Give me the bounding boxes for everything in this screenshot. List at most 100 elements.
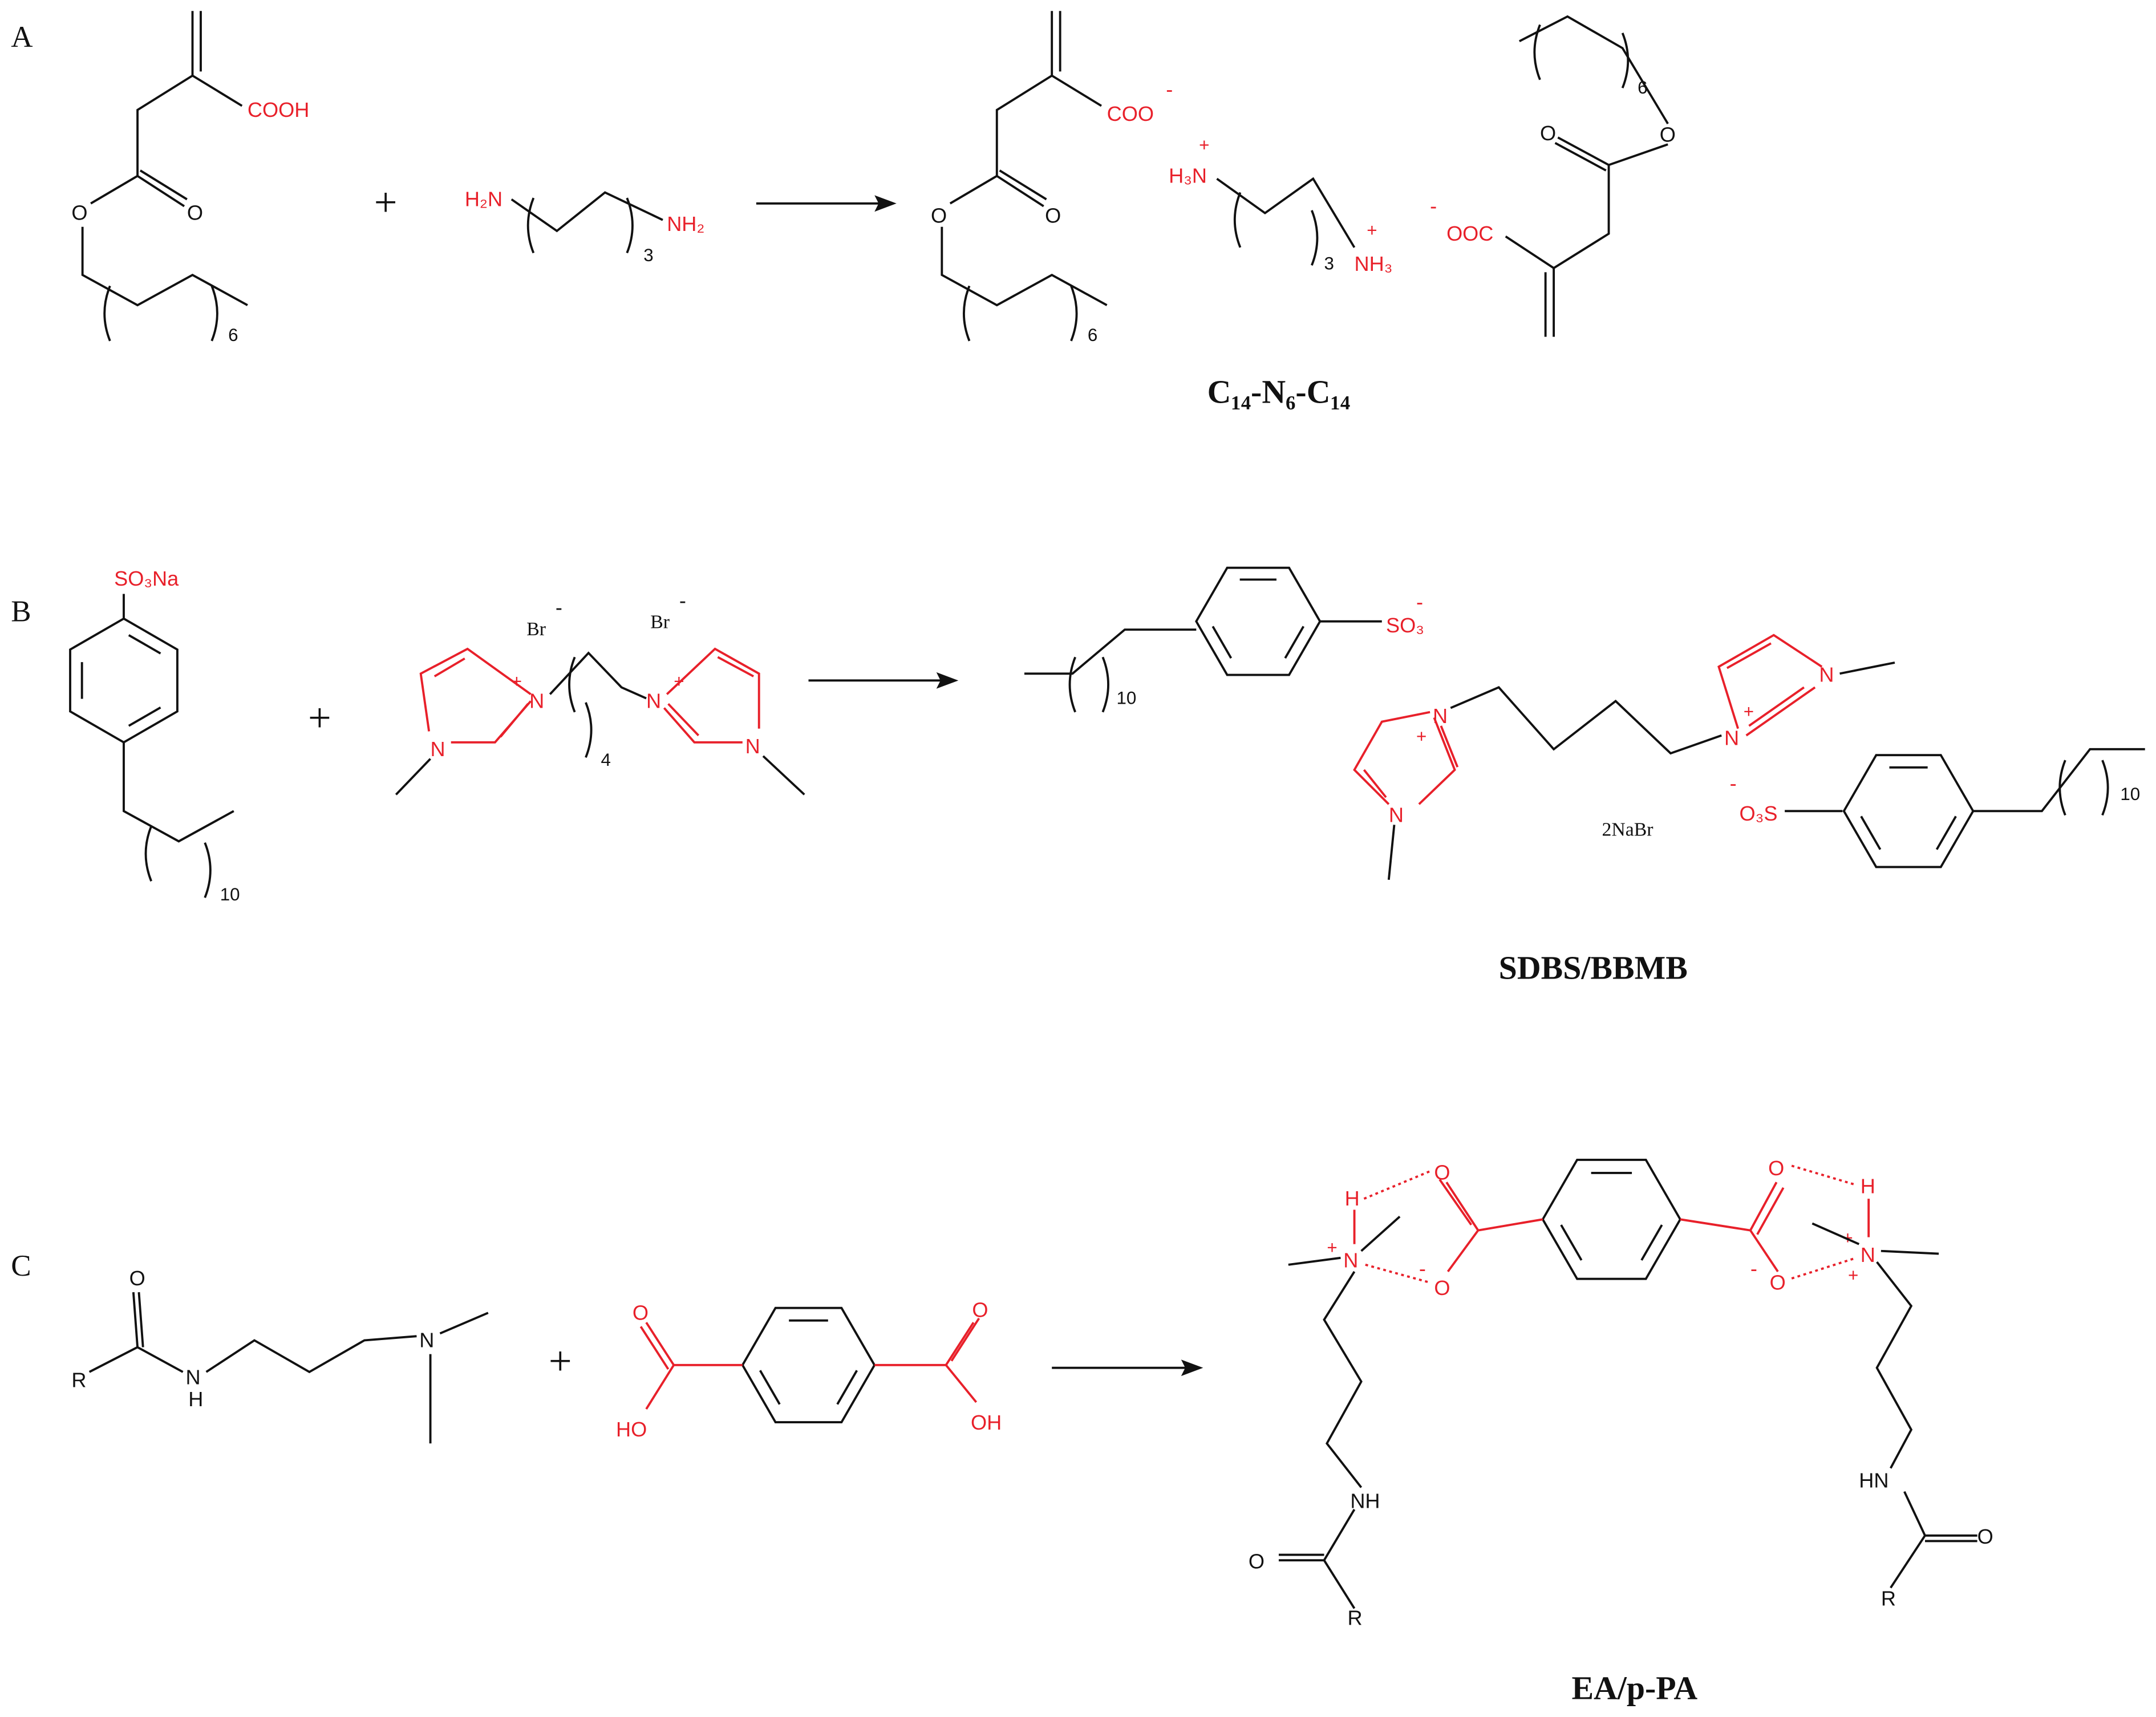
n-plus-label: N — [1861, 1243, 1875, 1267]
ho-label: HO — [616, 1418, 647, 1441]
nh-label: NH — [1350, 1489, 1380, 1513]
panel-b: B SO₃Na 10 + Br - Br - N + N 4 N + N 10 … — [11, 566, 2145, 986]
bracket-close — [1101, 656, 1109, 713]
charge-minus: - — [1750, 1257, 1757, 1280]
charge-plus: + — [1199, 135, 1209, 155]
bracket-open — [1233, 192, 1242, 248]
bromide-label: Br — [650, 612, 670, 633]
ring-double-bond — [759, 1370, 781, 1405]
ester-o-label: O — [1660, 123, 1676, 146]
bracket-close — [1311, 210, 1319, 266]
carbonyl-o-label: O — [187, 201, 203, 225]
charge-plus: + — [512, 671, 522, 691]
o3s-label: O₃S — [1740, 802, 1778, 825]
repeat-subscript: 10 — [220, 884, 240, 904]
repeat-subscript: 3 — [1324, 254, 1334, 274]
bbmb-reactant: Br - Br - N + N 4 N + N — [395, 589, 805, 795]
amide-h-label: H — [188, 1387, 203, 1411]
ring-outline — [1842, 754, 1975, 868]
arrow-head — [874, 195, 897, 212]
bracket-open — [963, 285, 971, 342]
ring-double-bond — [1935, 815, 1957, 850]
ring-double-bond — [128, 634, 161, 655]
n-label: N — [745, 734, 760, 758]
panel-c: C R O N H N + O HO O OH O O - H N + NH O… — [11, 1156, 1993, 1706]
plus-sign: + — [374, 179, 398, 225]
benzene-ring — [1842, 754, 1975, 868]
amidoamine-reactant: R O N H N — [71, 1267, 489, 1444]
ring-outline — [1541, 1158, 1682, 1280]
charge-plus: + — [1416, 726, 1426, 746]
n-plus-label: N — [646, 689, 661, 713]
plus-sign: + — [549, 1338, 572, 1384]
n-plus-label: N — [1343, 1249, 1358, 1272]
bracket-open — [144, 826, 152, 882]
bracket-close — [1070, 285, 1078, 342]
repeat-subscript: 10 — [1117, 688, 1137, 708]
repeat-subscript: 10 — [2120, 784, 2140, 804]
charge-minus: - — [1419, 1257, 1426, 1280]
bracket-close — [2101, 760, 2109, 816]
ring-double-bond — [1640, 1224, 1663, 1261]
repeat-subscript: 3 — [643, 245, 653, 265]
bracket-close — [1621, 33, 1630, 89]
n-label: N — [431, 737, 445, 761]
ring-double-bond — [836, 1370, 858, 1405]
charge-plus: + — [1327, 1238, 1337, 1258]
benzene-ring — [69, 617, 179, 744]
r-group-label: R — [1347, 1606, 1362, 1629]
panel-a: A COOH O O 6 + H₂N 3 NH₂ COO - O O 6 + H… — [11, 11, 1676, 410]
ring-double-bond — [1860, 815, 1882, 850]
compound-name-sdbs-bbmb: SDBS/BBMB — [1499, 949, 1688, 986]
charge-plus: + — [1367, 221, 1377, 241]
o-label: O — [1434, 1160, 1450, 1184]
coo-label: COO — [1107, 102, 1154, 125]
h-label: H — [1345, 1187, 1360, 1210]
compound-name-c14-n6-c14: C₁₄-N₆-C₁₄ — [1207, 373, 1351, 410]
bromide-label: Br — [526, 619, 546, 640]
repeat-subscript: 6 — [1088, 325, 1097, 345]
bracket-open — [568, 656, 576, 713]
o-minus-label: O — [1434, 1276, 1450, 1300]
hn-label: HN — [1859, 1468, 1888, 1492]
itaconate-monoester-reactant: COOH O O 6 — [71, 11, 309, 345]
benzene-ring — [1541, 1158, 1682, 1280]
sdbs-bbmb-product: 10 SO₃ - N + N N + N 2NaBr - O₃S 10 — [1024, 566, 2145, 880]
amide-o-label: O — [1977, 1525, 1993, 1548]
sdbs-reactant: SO₃Na 10 — [69, 567, 240, 904]
carbonyl-o-label: O — [1045, 204, 1061, 228]
ester-o-label: O — [931, 204, 947, 228]
so3na-label: SO₃Na — [114, 567, 179, 590]
ring-outline — [741, 1306, 876, 1423]
charge-minus: - — [1416, 590, 1423, 614]
ring-double-bond — [1284, 626, 1305, 659]
n-plus-label: N — [529, 689, 544, 713]
o-label: O — [972, 1298, 988, 1321]
charge-minus: - — [1430, 194, 1437, 218]
arrow-head — [1181, 1359, 1203, 1377]
bracket-open — [2058, 760, 2066, 816]
bracket-close — [626, 197, 634, 254]
so3-label: SO₃ — [1386, 614, 1424, 637]
ring-double-bond — [128, 707, 161, 727]
h-label: H — [1861, 1175, 1875, 1198]
ring-double-bond — [1560, 1224, 1583, 1261]
oh-label: OH — [971, 1411, 1002, 1434]
bracket-open — [1068, 656, 1076, 713]
arrow-head — [936, 672, 959, 689]
panel-letter-c: C — [11, 1249, 31, 1282]
ooc-label: OOC — [1446, 222, 1493, 245]
h3n-label: H₃N — [1169, 164, 1207, 188]
amide-o-label: O — [1249, 1550, 1265, 1573]
r-group-label: R — [71, 1368, 86, 1391]
charge-plus: + — [1848, 1265, 1858, 1285]
repeat-subscript: 6 — [228, 325, 238, 345]
salt-label: 2NaBr — [1602, 819, 1653, 841]
nh3-label: NH₃ — [1355, 252, 1393, 275]
cooh-label: COOH — [248, 98, 309, 121]
amide-n-label: N — [185, 1366, 200, 1389]
bracket-close — [204, 842, 212, 898]
h2n-label: H₂N — [465, 188, 502, 211]
ring-double-bond — [1211, 626, 1233, 659]
